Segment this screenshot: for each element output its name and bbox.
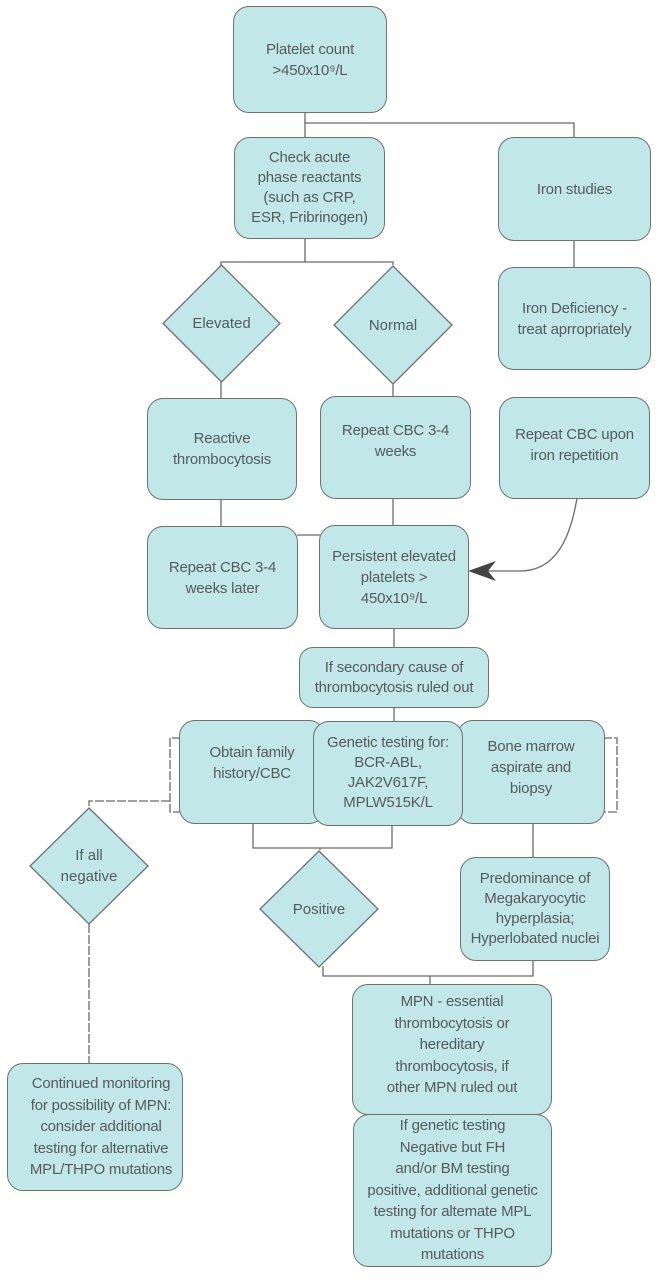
decision-elevated-label: Elevated [192, 315, 251, 332]
node-continued-monitoring: Continued monitoring for possibility of … [7, 1063, 183, 1191]
node-repeat-cbc-weeks: Repeat CBC 3-4 weeks [320, 396, 471, 499]
node-persistent-elevated: Persistent elevated platelets > 450x10⁹/… [319, 525, 469, 629]
node-family-history: Obtain family history/CBC [179, 720, 325, 824]
connector-iron-to-persistent [478, 497, 578, 572]
decision-if-all-negative-label: If all negative [60, 847, 118, 885]
diamond-shape [259, 850, 379, 968]
node-iron-deficiency: Iron Deficiency - treat aprropriately [498, 267, 651, 370]
node-mpn-essential: MPN - essential thrombocytosis or heredi… [352, 984, 552, 1115]
connector-to-positive [252, 823, 393, 849]
connector-to-mpn [322, 960, 534, 977]
connector-platelet-split [304, 112, 575, 137]
decision-positive: Positive [258, 849, 380, 969]
diamond-shape [333, 265, 453, 385]
arrowhead-icon [468, 561, 496, 581]
diamond-shape [162, 264, 281, 383]
node-repeat-cbc-iron: Repeat CBC upon iron repetition [499, 397, 650, 499]
decision-if-all-negative: If all negative [28, 806, 150, 926]
decision-positive-label: Positive [292, 900, 346, 918]
dashed-to-if-negative [88, 800, 170, 808]
connector-to-normal [305, 261, 394, 265]
node-megakaryocytic: Predominance of Megakaryocytic hyperplas… [460, 857, 610, 961]
node-reactive-thrombocytosis: Reactive thrombocytosis [147, 398, 297, 500]
node-check-acute-phase: Check acute phase reactants (such as CRP… [234, 137, 385, 239]
node-repeat-cbc-later: Repeat CBC 3-4 weeks later [147, 526, 298, 629]
diamond-shape [29, 807, 149, 925]
node-platelet-count: Platelet count >450x10⁹/L [233, 6, 387, 113]
dashed-bracket-left [169, 737, 181, 813]
connector-check-to-diamonds [220, 238, 306, 265]
node-secondary-ruled-out: If secondary cause of thrombocytosis rul… [299, 647, 489, 708]
decision-normal: Normal [332, 264, 454, 386]
decision-elevated: Elevated [161, 263, 282, 384]
decision-normal-label: Normal [368, 316, 418, 334]
node-bone-marrow: Bone marrow aspirate and biopsy [457, 720, 605, 824]
dashed-bracket-right [603, 737, 618, 813]
node-genetic-negative: If genetic testing Negative but FH and/o… [353, 1114, 552, 1267]
node-genetic-testing: Genetic testing for: BCR-ABL, JAK2V617F,… [313, 721, 463, 826]
node-iron-studies: Iron studies [498, 137, 651, 241]
